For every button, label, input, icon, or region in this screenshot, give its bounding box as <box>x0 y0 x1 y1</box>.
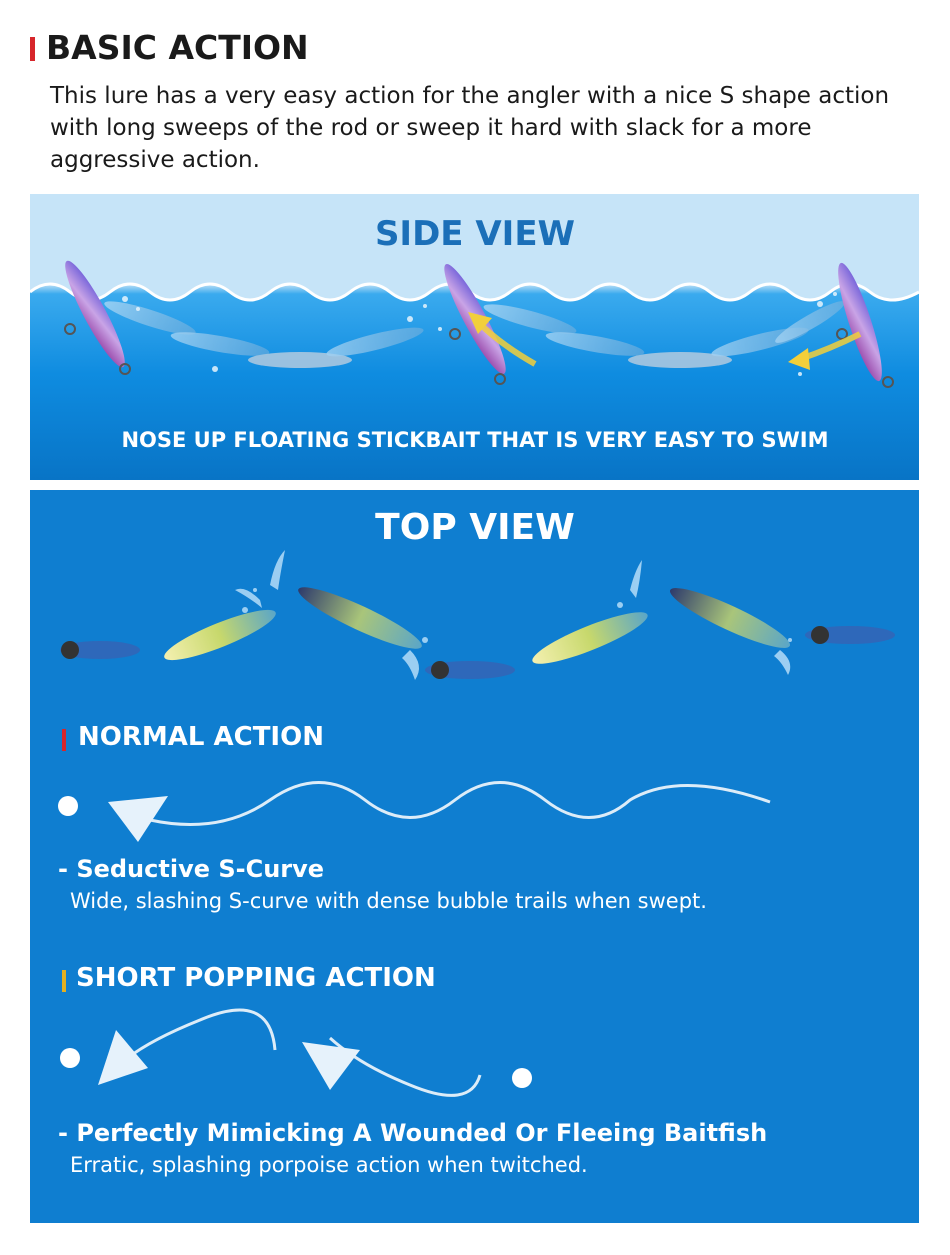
yellow-arrow-right <box>799 331 862 362</box>
popping-action-description: Erratic, splashing porpoise action when … <box>70 1153 588 1177</box>
lure-right <box>836 262 894 388</box>
side-view-illustration <box>30 194 919 388</box>
popping-action-title: SHORT POPPING ACTION <box>76 963 436 993</box>
popping-action-subtitle: - Perfectly Mimicking A Wounded Or Fleei… <box>58 1119 768 1147</box>
page-description: This lure has a very easy action for the… <box>50 83 890 173</box>
normal-action-title: NORMAL ACTION <box>78 722 324 752</box>
top-view-splashes <box>235 550 792 680</box>
side-view-title: SIDE VIEW <box>374 214 576 254</box>
lure-left <box>64 260 131 375</box>
popping-action-path <box>60 1008 532 1097</box>
normal-action-description: Wide, slashing S-curve with dense bubble… <box>70 889 707 913</box>
normal-action-subtitle: - Seductive S-Curve <box>58 855 325 883</box>
ghost-lures <box>104 301 845 368</box>
side-view-panel <box>30 194 919 480</box>
popping-action-accent-bar <box>62 970 66 992</box>
side-view-caption: NOSE UP FLOATING STICKBAIT THAT IS VERY … <box>121 428 829 452</box>
top-view-panel <box>30 490 919 1223</box>
normal-action-path <box>58 781 771 842</box>
top-view-title: TOP VIEW <box>375 507 575 548</box>
top-view-illustration <box>58 550 895 1097</box>
top-view-lures <box>60 587 895 679</box>
splashes <box>122 292 837 376</box>
normal-action-accent-bar <box>62 729 66 751</box>
page-title: BASIC ACTION <box>46 28 309 67</box>
header-accent-bar <box>30 37 35 61</box>
water-surface <box>30 194 919 300</box>
